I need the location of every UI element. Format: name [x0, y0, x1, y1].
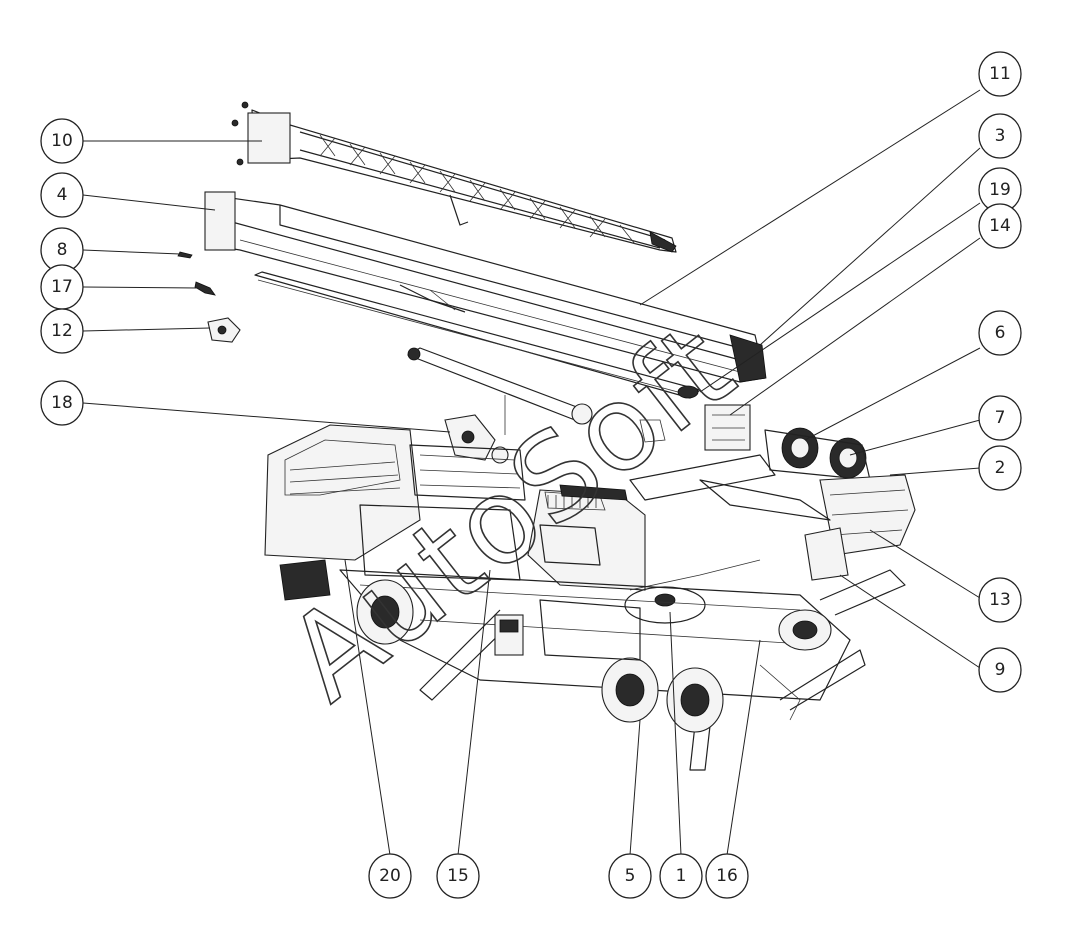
callout-label: 10 [51, 131, 73, 151]
callout-label: 2 [995, 458, 1006, 478]
lattice-jib [231, 101, 677, 253]
callout-label: 12 [51, 321, 73, 341]
callout-14: 14 [978, 203, 1022, 249]
callout-18: 18 [40, 380, 84, 426]
callout-label: 5 [625, 866, 636, 886]
callout-2: 2 [978, 445, 1022, 491]
callout-11: 11 [978, 51, 1022, 97]
small-parts [177, 251, 241, 343]
callout-label: 9 [995, 660, 1006, 680]
main-boom [204, 191, 767, 383]
luffing-cylinder [407, 347, 593, 435]
winch-assembly [629, 404, 916, 581]
callout-4: 4 [40, 172, 84, 218]
leader-lines [82, 89, 981, 856]
callout-balloons: 10 4 8 17 12 18 11 3 19 14 6 7 2 13 9 20… [40, 51, 1022, 899]
callout-9: 9 [978, 647, 1022, 693]
callout-label: 8 [57, 240, 68, 260]
callout-label: 19 [989, 180, 1011, 200]
carrier-truck [264, 424, 906, 771]
callout-3: 3 [978, 113, 1022, 159]
callout-6: 6 [978, 310, 1022, 356]
callout-7: 7 [978, 395, 1022, 441]
callout-label: 6 [995, 323, 1006, 343]
callout-13: 13 [978, 577, 1022, 623]
callout-label: 11 [989, 64, 1011, 84]
callout-20: 20 [368, 853, 412, 899]
callout-label: 13 [989, 590, 1011, 610]
boom-lower-section [254, 271, 701, 399]
callout-label: 7 [995, 408, 1006, 428]
callout-19: 19 [978, 167, 1022, 213]
callout-label: 14 [989, 216, 1011, 236]
callout-16: 16 [705, 853, 749, 899]
callout-label: 20 [379, 866, 401, 886]
callout-1: 1 [659, 853, 703, 899]
callout-label: 18 [51, 393, 73, 413]
operator-cab [527, 484, 646, 591]
callout-label: 17 [51, 277, 73, 297]
callout-label: 3 [995, 126, 1006, 146]
callout-label: 1 [676, 866, 687, 886]
callout-17: 17 [40, 264, 84, 310]
callout-label: 16 [716, 866, 738, 886]
callout-5: 5 [608, 853, 652, 899]
callout-15: 15 [436, 853, 480, 899]
callout-label: 15 [447, 866, 469, 886]
callout-10: 10 [40, 118, 84, 164]
callout-12: 12 [40, 308, 84, 354]
callout-label: 4 [57, 185, 68, 205]
